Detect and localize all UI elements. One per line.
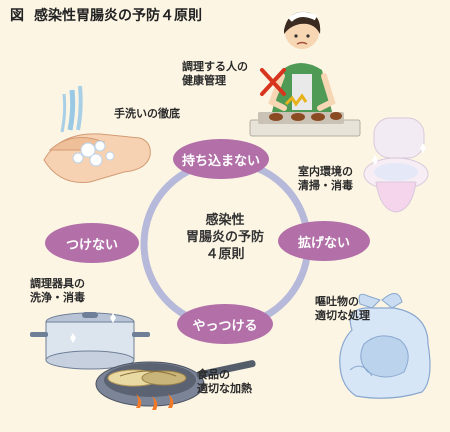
label-utensils: 調理器具の 洗浄・消毒	[30, 277, 85, 305]
center-line-1: 感染性	[205, 213, 245, 228]
center-line-3: ４原則	[205, 247, 245, 262]
label-handwash-text: 手洗いの徹底	[114, 107, 180, 120]
label-handwash: 手洗いの徹底	[114, 107, 180, 121]
label-indoor-line-2: 清掃・消毒	[298, 179, 353, 192]
principle-bottom: やっつける	[192, 318, 258, 334]
label-vomit-line-1: 嘔吐物の	[315, 295, 359, 308]
frying-pan-icon	[95, 360, 256, 410]
label-food: 食品の 適切な加熱	[197, 368, 252, 396]
label-indoor-line-1: 室内環境の	[298, 165, 353, 178]
center-label: 感染性 胃腸炎の予防 ４原則	[165, 212, 285, 263]
trash-bag-icon	[339, 293, 431, 399]
handwash-icon	[43, 85, 151, 184]
figure-label: 図	[10, 8, 24, 24]
label-indoor: 室内環境の 清掃・消毒	[298, 165, 353, 193]
center-line-2: 胃腸炎の予防	[185, 230, 264, 245]
label-utensils-line-1: 調理器具の	[30, 277, 85, 290]
cook-icon	[249, 11, 361, 137]
figure-title: 図感染性胃腸炎の予防４原則	[10, 5, 202, 25]
title-text: 感染性胃腸炎の予防４原則	[34, 8, 202, 24]
label-food-line-1: 食品の	[197, 368, 230, 381]
label-health-line-1: 調理する人の	[182, 60, 248, 73]
label-vomit-line-2: 適切な処理	[315, 309, 370, 322]
label-vomit: 嘔吐物の 適切な処理	[315, 295, 370, 323]
label-utensils-line-2: 洗浄・消毒	[30, 291, 85, 304]
bubble-right-bg	[278, 221, 370, 261]
label-health: 調理する人の 健康管理	[182, 60, 248, 88]
bubble-bottom-bg	[177, 304, 273, 344]
principle-right: 拡げない	[297, 235, 350, 251]
label-food-line-2: 適切な加熱	[197, 382, 252, 395]
bubble-top-bg	[173, 139, 269, 179]
principle-top: 持ち込まない	[181, 153, 260, 169]
principle-left: つけない	[65, 237, 118, 253]
toilet-icon	[363, 117, 429, 213]
label-health-line-2: 健康管理	[182, 74, 226, 87]
bubble-left-bg	[45, 223, 139, 263]
pot-icon	[30, 312, 150, 370]
